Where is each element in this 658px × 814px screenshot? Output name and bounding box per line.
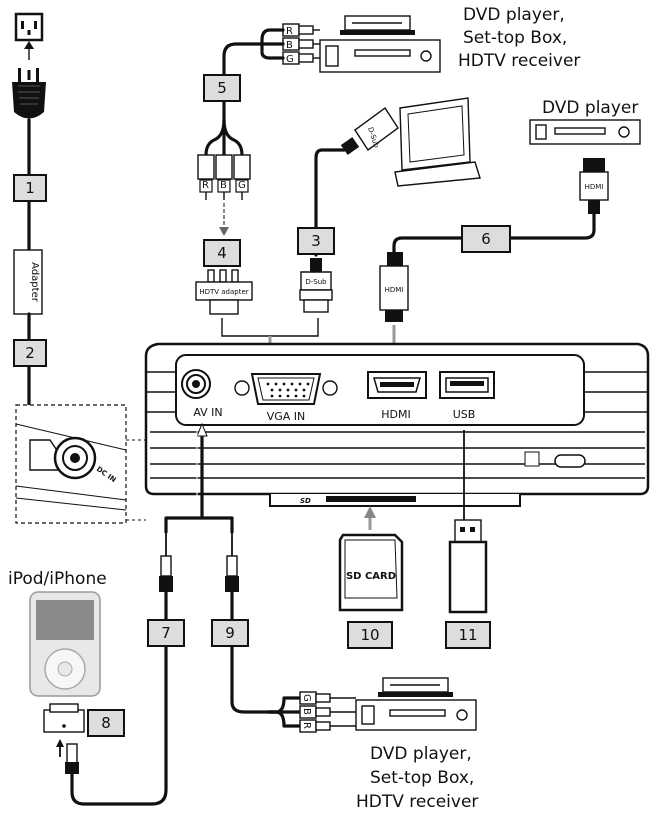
svg-text:G: G bbox=[286, 54, 294, 65]
number-badge-3: 3 bbox=[297, 227, 335, 255]
dvd-top-label-line1: DVD player, bbox=[463, 5, 565, 25]
power-outlet-icon bbox=[14, 12, 44, 42]
svg-text:4: 4 bbox=[217, 244, 227, 262]
power-plug-icon bbox=[12, 68, 46, 119]
sd-card-label: SD CARD bbox=[346, 571, 396, 582]
rgb-plugs-top: R B G bbox=[282, 23, 320, 65]
hdtv-adapter: HDTV adapter bbox=[195, 269, 253, 315]
arrow-down-icon bbox=[219, 203, 229, 236]
power-adapter: Adapter bbox=[13, 249, 43, 315]
number-badge-8: 8 bbox=[87, 709, 125, 737]
svg-text:8: 8 bbox=[101, 714, 111, 732]
ipod-icon bbox=[29, 591, 101, 697]
svg-text:G: G bbox=[238, 180, 246, 191]
number-badge-7: 7 bbox=[147, 619, 185, 647]
dvd-top-label-line3: HDTV receiver bbox=[458, 51, 580, 71]
svg-text:D-Sub: D-Sub bbox=[305, 278, 327, 286]
number-badge-2: 2 bbox=[13, 339, 47, 367]
svg-text:5: 5 bbox=[217, 79, 227, 97]
arrow-up-small-icon bbox=[56, 739, 64, 757]
ipod-label: iPod/iPhone bbox=[8, 569, 107, 589]
dvd-player-hdmi-icon bbox=[529, 119, 641, 145]
sd-logo: SD bbox=[300, 497, 311, 505]
dvd-player-label: DVD player bbox=[542, 98, 638, 118]
av-in-port: AV IN bbox=[181, 369, 223, 419]
number-badge-11: 11 bbox=[445, 621, 491, 649]
set-top-box-bottom-icon bbox=[378, 677, 453, 697]
audio-jack-left bbox=[159, 555, 173, 592]
svg-text:10: 10 bbox=[360, 626, 379, 644]
svg-text:1: 1 bbox=[25, 179, 35, 197]
dsub-connector: D-Sub bbox=[299, 258, 333, 313]
projector-body: SD bbox=[144, 342, 650, 507]
svg-text:3: 3 bbox=[311, 232, 321, 250]
hdmi-top-connector: HDMI bbox=[579, 158, 609, 214]
sd-card: SD CARD bbox=[338, 533, 404, 612]
dvd-bottom-label-line2: Set-top Box, bbox=[370, 768, 474, 788]
number-badge-10: 10 bbox=[347, 621, 393, 649]
ipod-audio-plug bbox=[65, 743, 79, 774]
svg-text:HDMI: HDMI bbox=[585, 183, 604, 191]
svg-text:6: 6 bbox=[481, 230, 491, 248]
hdmi-port: HDMI bbox=[367, 371, 427, 421]
vga-in-port: VGA IN bbox=[234, 373, 338, 423]
svg-text:R: R bbox=[286, 26, 293, 37]
svg-text:7: 7 bbox=[161, 624, 171, 642]
svg-text:9: 9 bbox=[225, 624, 235, 642]
number-badge-9: 9 bbox=[211, 619, 249, 647]
dvd-bottom-label-line1: DVD player, bbox=[370, 744, 472, 764]
usb-drive bbox=[448, 519, 488, 614]
svg-text:USB: USB bbox=[453, 408, 476, 421]
arrow-up-icon bbox=[24, 41, 34, 60]
hdtv-adapter-label: HDTV adapter bbox=[199, 288, 248, 296]
svg-text:HDMI: HDMI bbox=[381, 408, 410, 421]
svg-text:VGA IN: VGA IN bbox=[267, 410, 306, 423]
usb-port: USB bbox=[439, 371, 495, 421]
number-badge-5: 5 bbox=[203, 74, 241, 102]
svg-text:11: 11 bbox=[458, 626, 477, 644]
number-badge-4: 4 bbox=[203, 239, 241, 267]
svg-text:B: B bbox=[220, 180, 227, 191]
rgb-plugs-bottom: G B R bbox=[299, 691, 356, 733]
dvd-top-label-line2: Set-top Box, bbox=[463, 28, 567, 48]
svg-text:B: B bbox=[301, 708, 312, 715]
dc-in-detail: DC IN bbox=[15, 404, 146, 524]
svg-text:R: R bbox=[301, 722, 312, 729]
audio-jack-right bbox=[225, 555, 239, 592]
dsub-top-connector: D-Sub bbox=[340, 106, 399, 155]
set-top-box-icon bbox=[340, 15, 415, 35]
number-badge-6: 6 bbox=[461, 225, 511, 253]
svg-text:B: B bbox=[286, 40, 293, 51]
svg-text:R: R bbox=[202, 180, 209, 191]
dvd-bottom-label-line3: HDTV receiver bbox=[356, 792, 478, 812]
svg-text:HDMI: HDMI bbox=[385, 286, 404, 294]
adapter-label: Adapter bbox=[29, 262, 40, 303]
ipod-dock-connector bbox=[43, 703, 85, 733]
dvd-player-icon bbox=[319, 39, 441, 73]
svg-text:AV IN: AV IN bbox=[193, 406, 222, 419]
rgb-plugs-lower: R B G bbox=[197, 154, 251, 200]
svg-text:G: G bbox=[301, 694, 312, 702]
number-badge-1: 1 bbox=[13, 174, 47, 202]
laptop-icon bbox=[394, 97, 481, 187]
svg-text:2: 2 bbox=[25, 344, 35, 362]
dvd-player-bottom-icon bbox=[355, 699, 477, 731]
hdmi-connector: HDMI bbox=[379, 252, 409, 322]
